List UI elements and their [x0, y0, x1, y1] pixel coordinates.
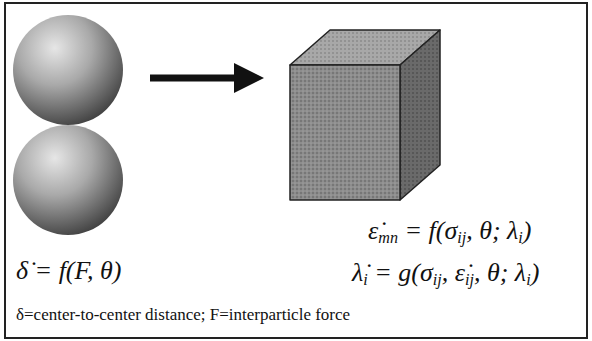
transition-arrow	[150, 63, 264, 93]
continuum-cube	[290, 30, 440, 200]
upper-particle	[13, 15, 123, 125]
contact-law-equation: δ̇ = f(F, θ)	[16, 256, 121, 286]
lower-particle	[13, 125, 123, 235]
internal-variable-equation: λ̇i = g(σij, ε̇ij, θ; λi)	[352, 258, 539, 288]
strain-rate-equation: ε̇mn = f(σij, θ; λi)	[368, 216, 532, 246]
frame	[5, 3, 587, 338]
symbol-definition: δ=center-to-center distance; F=interpart…	[16, 305, 350, 325]
